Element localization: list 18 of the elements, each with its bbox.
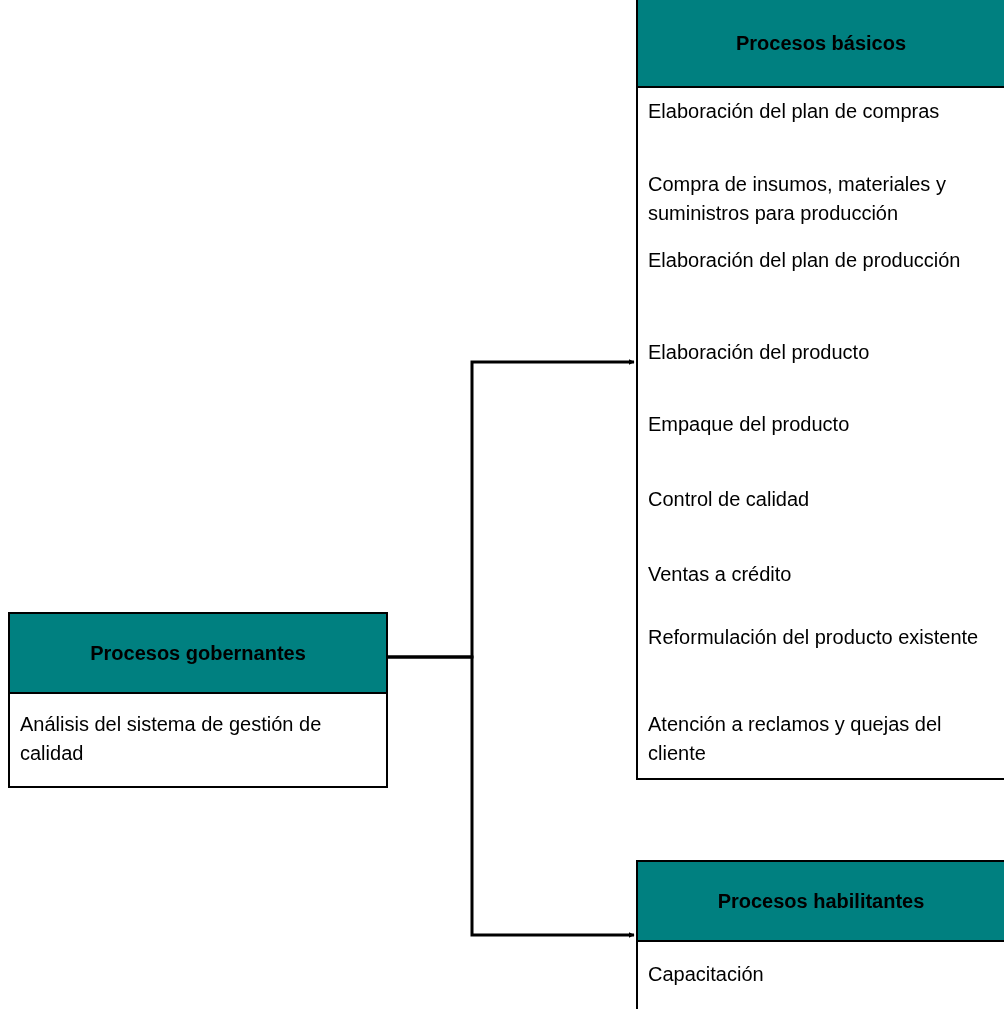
process-item: Compra de insumos, materiales y suministros para producción	[648, 172, 947, 226]
process-card	[636, 0, 1004, 780]
process-card	[636, 860, 1004, 1009]
process-item: Control de calidad	[648, 487, 811, 512]
process-item: Análisis del sistema de gestión de calidad	[20, 712, 323, 766]
process-item: Elaboración del producto	[648, 340, 871, 365]
process-item: Capacitación	[648, 962, 765, 987]
process-item: Elaboración del plan de compras	[648, 99, 941, 124]
process-item: Ventas a crédito	[648, 562, 793, 587]
connector-arrow	[388, 655, 635, 938]
process-item: Elaboración del plan de producción	[648, 248, 962, 273]
process-item: Empaque del producto	[648, 412, 851, 437]
card-header: Procesos básicos	[638, 0, 1004, 88]
card-header: Procesos habilitantes	[638, 862, 1004, 942]
process-item: Reformulación del producto existente	[648, 625, 980, 650]
process-card	[8, 612, 388, 788]
process-item: Atención a reclamos y quejas del cliente	[648, 712, 943, 766]
card-header: Procesos gobernantes	[10, 614, 386, 694]
